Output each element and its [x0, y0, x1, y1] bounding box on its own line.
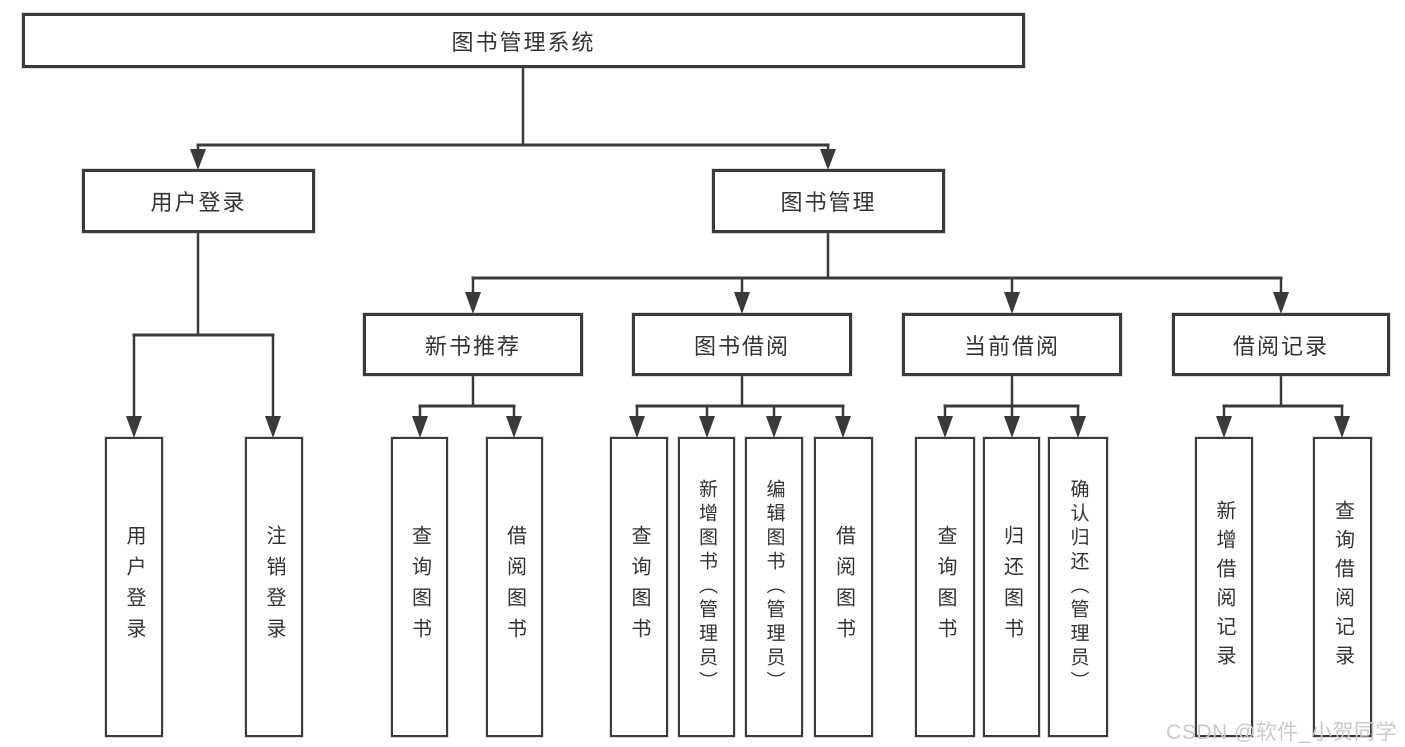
node-book-management: 图书管理 [712, 169, 945, 233]
leaf-query-books-current: 查询图书 [915, 437, 975, 737]
leaf-add-books-admin: 新增图书（管理员） [678, 437, 735, 737]
node-new-book-recommendation-label: 新书推荐 [424, 333, 521, 359]
leaf-query-borrow-record-label: 查询借阅记录 [1331, 500, 1354, 674]
leaf-edit-books-admin-label: 编辑图书（管理员） [763, 479, 785, 695]
leaf-add-books-admin-label: 新增图书（管理员） [696, 479, 717, 695]
leaf-borrow-books-label: 借阅图书 [832, 525, 855, 649]
leaf-borrow-books-recommend-label: 借阅图书 [503, 525, 526, 649]
node-library-management-system: 图书管理系统 [22, 13, 1025, 68]
csdn-watermark: CSDN @软件_小贺同学 [1166, 721, 1397, 744]
leaf-add-borrow-record-label: 新增借阅记录 [1213, 500, 1235, 674]
leaf-borrow-books: 借阅图书 [814, 437, 873, 737]
node-library-management-system-label: 图书管理系统 [451, 29, 596, 55]
node-book-borrowing-label: 图书借阅 [693, 333, 790, 359]
node-current-borrowing: 当前借阅 [902, 313, 1122, 376]
leaf-add-borrow-record: 新增借阅记录 [1195, 437, 1253, 737]
leaf-query-books-current-label: 查询图书 [934, 525, 956, 649]
leaf-query-books-borrow: 查询图书 [610, 437, 668, 737]
leaf-user-login-label: 用户登录 [123, 525, 145, 649]
leaf-query-borrow-record: 查询借阅记录 [1313, 437, 1372, 737]
node-user-login-label: 用户登录 [150, 190, 247, 215]
node-user-login: 用户登录 [82, 169, 315, 233]
leaf-edit-books-admin: 编辑图书（管理员） [745, 437, 803, 737]
node-current-borrowing-label: 当前借阅 [963, 333, 1060, 359]
leaf-logout-label: 注销登录 [263, 525, 285, 649]
leaf-return-books-label: 归还图书 [1000, 525, 1023, 649]
leaf-query-books-recommend: 查询图书 [391, 437, 448, 737]
leaf-logout: 注销登录 [245, 437, 303, 737]
leaf-confirm-return-admin-label: 确认归还（管理员） [1067, 479, 1089, 695]
leaf-user-login: 用户登录 [105, 437, 163, 737]
node-book-management-label: 图书管理 [780, 190, 877, 215]
node-book-borrowing: 图书借阅 [632, 313, 852, 376]
leaf-confirm-return-admin: 确认归还（管理员） [1048, 437, 1108, 737]
node-borrowing-records: 借阅记录 [1172, 313, 1390, 376]
leaf-return-books: 归还图书 [983, 437, 1040, 737]
leaf-query-books-recommend-label: 查询图书 [408, 525, 431, 649]
leaf-query-books-borrow-label: 查询图书 [628, 525, 650, 649]
node-new-book-recommendation: 新书推荐 [363, 313, 583, 376]
node-borrowing-records-label: 借阅记录 [1232, 333, 1329, 359]
leaf-borrow-books-recommend: 借阅图书 [486, 437, 543, 737]
